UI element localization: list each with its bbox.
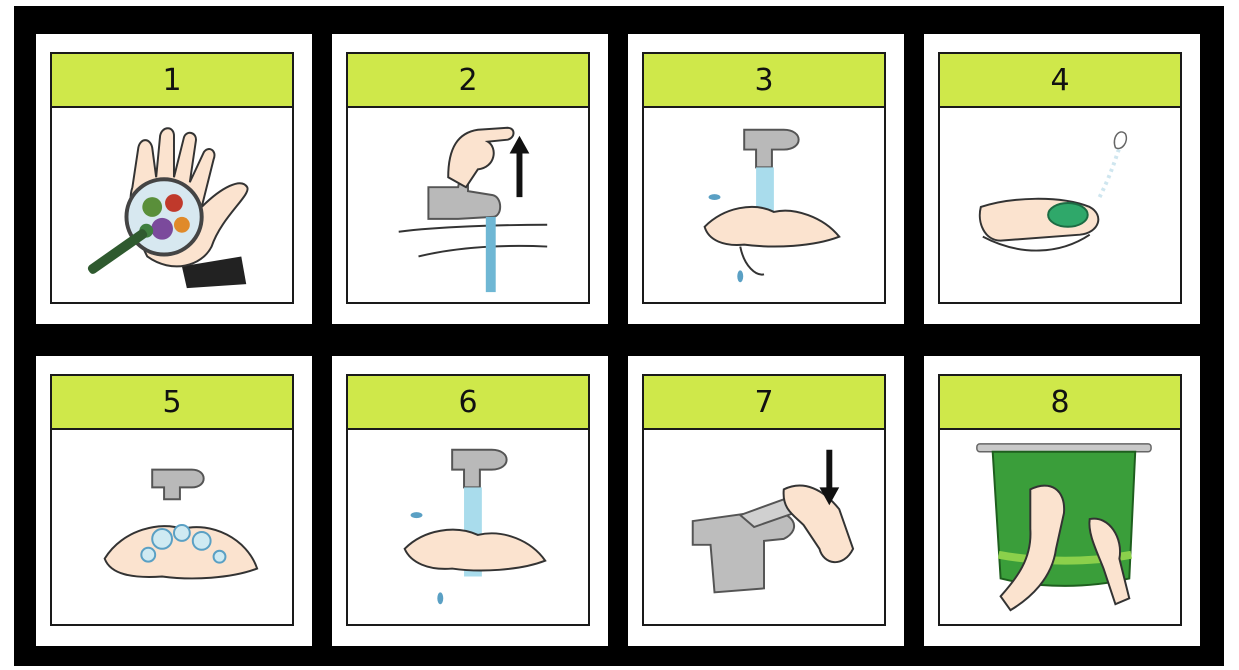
step-number: 5 xyxy=(52,376,292,430)
apply-soap-icon xyxy=(940,108,1180,302)
handwashing-steps-board: 1 2 xyxy=(14,6,1224,666)
step-number: 8 xyxy=(940,376,1180,430)
rinse-hands-icon xyxy=(348,430,588,624)
step-card-2: 2 xyxy=(332,34,608,324)
step-card-4: 4 xyxy=(924,34,1200,324)
step-number: 4 xyxy=(940,54,1180,108)
turn-off-tap-icon xyxy=(644,430,884,624)
step-card-8: 8 xyxy=(924,356,1200,646)
turn-on-tap-icon xyxy=(348,108,588,302)
step-number: 6 xyxy=(348,376,588,430)
step-frame: 2 xyxy=(346,52,590,304)
step-card-3: 3 xyxy=(628,34,904,324)
step-frame: 3 xyxy=(642,52,886,304)
step-number: 3 xyxy=(644,54,884,108)
wet-hands-icon xyxy=(644,108,884,302)
step-frame: 4 xyxy=(938,52,1182,304)
germs-magnifier-hand-icon xyxy=(52,108,292,302)
step-frame: 1 xyxy=(50,52,294,304)
step-frame: 5 xyxy=(50,374,294,626)
step-frame: 6 xyxy=(346,374,590,626)
step-card-5: 5 xyxy=(36,356,312,646)
step-card-6: 6 xyxy=(332,356,608,646)
step-number: 7 xyxy=(644,376,884,430)
step-number: 2 xyxy=(348,54,588,108)
step-card-1: 1 xyxy=(36,34,312,324)
dry-hands-towel-icon xyxy=(940,430,1180,624)
step-frame: 8 xyxy=(938,374,1182,626)
step-number: 1 xyxy=(52,54,292,108)
lather-hands-icon xyxy=(52,430,292,624)
step-card-7: 7 xyxy=(628,356,904,646)
step-frame: 7 xyxy=(642,374,886,626)
